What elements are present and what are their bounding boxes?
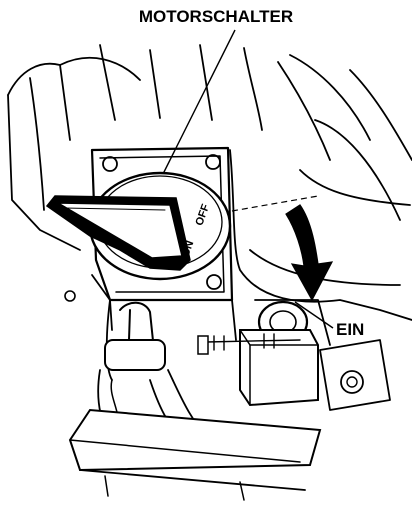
base-plate [70,410,320,500]
rotation-arrow-icon [286,205,332,300]
screw-top-left-icon [103,157,117,171]
engine-housing [8,45,412,320]
dashed-reference-line [232,196,318,211]
terminal-block [198,330,318,405]
screw-top-right-icon [206,155,220,169]
motor-switch-label: MOTORSCHALTER [139,7,293,26]
on-position-label: EIN [336,320,364,339]
switch-leader-line [152,30,235,194]
screw-bottom-right-icon [207,275,221,289]
right-bracket [320,340,390,410]
